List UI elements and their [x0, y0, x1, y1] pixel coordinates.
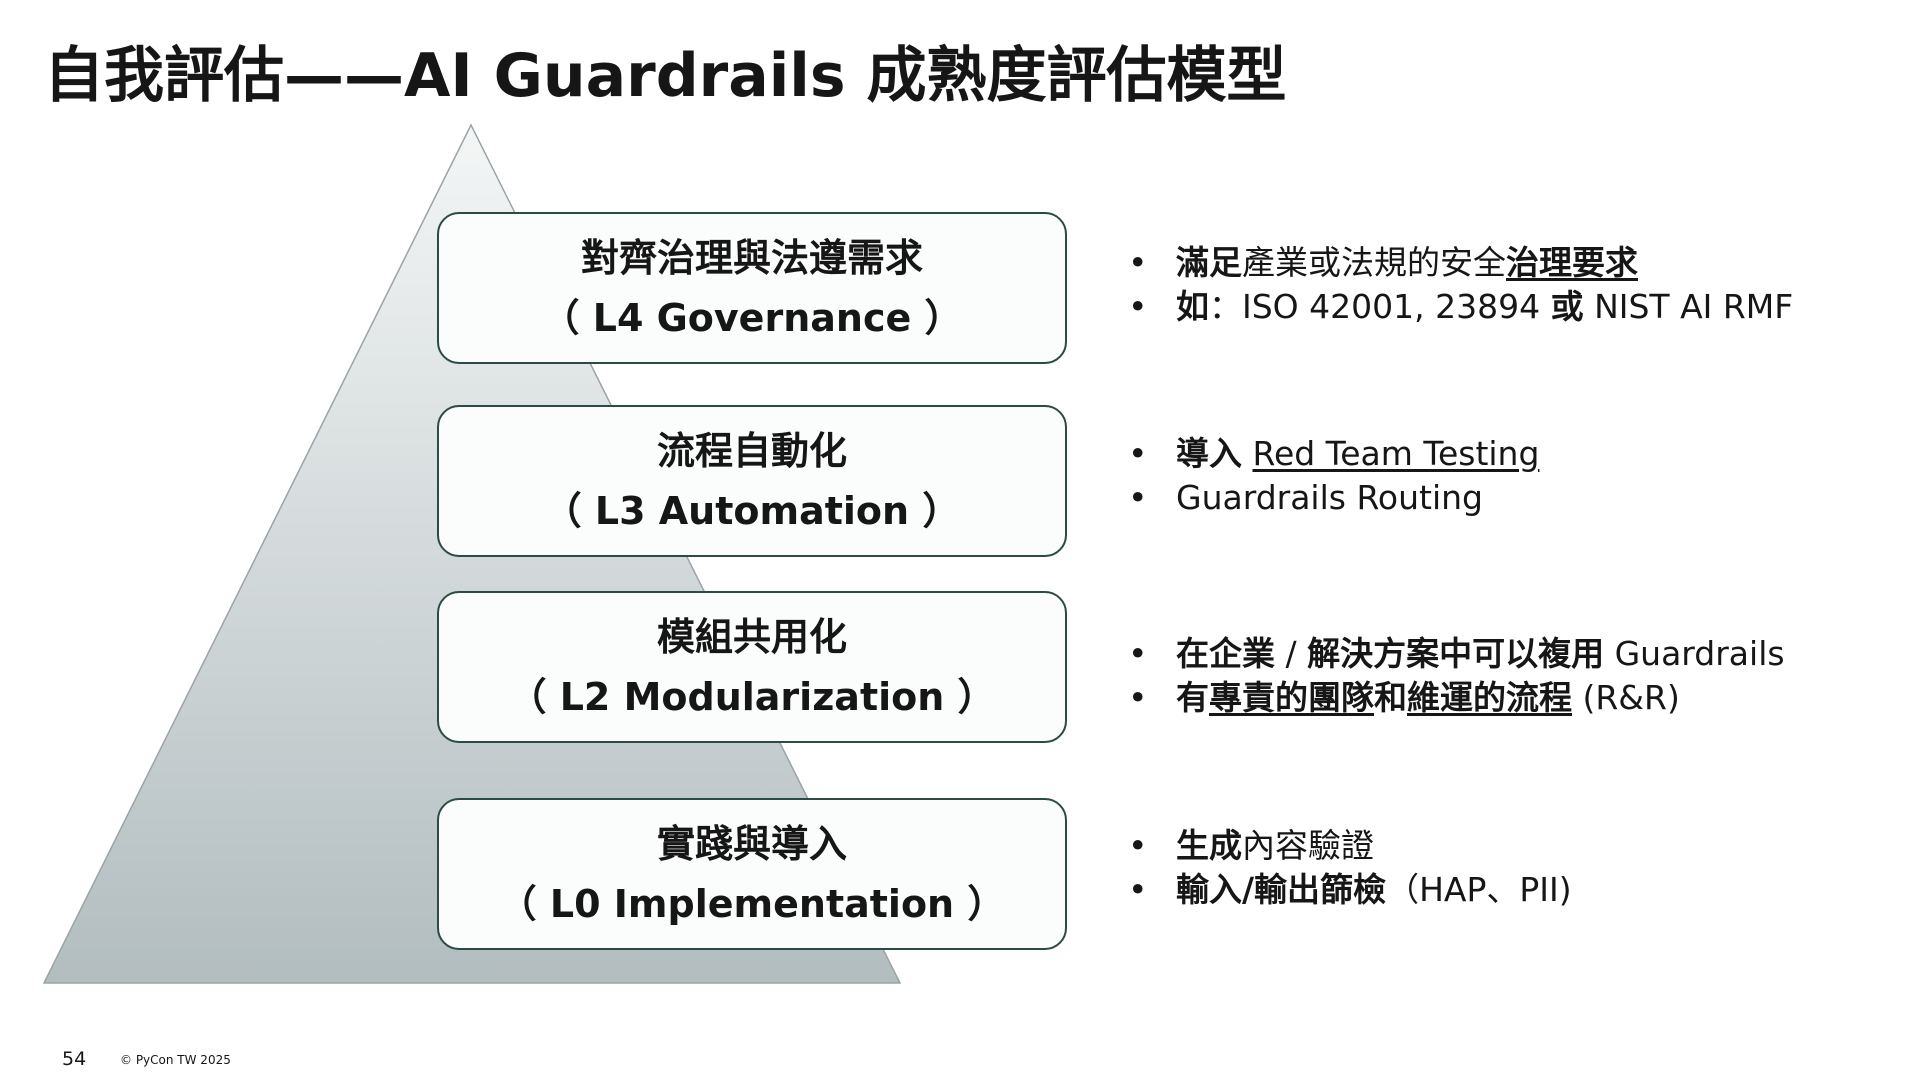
bullet-dot-icon: • [1128, 826, 1148, 865]
page-number: 54 [62, 1048, 87, 1070]
bullet-item: • 滿足產業或法規的安全治理要求 [1128, 241, 1793, 285]
bullet-text-part: 或 [1550, 287, 1584, 326]
level-name: 流程自動化 [656, 429, 847, 473]
bullet-text-part: 內容驗證 [1242, 826, 1374, 865]
bullet-text-part: 產業或法規的安全 [1242, 243, 1506, 282]
level-code: （ L0 Implementation ） [498, 882, 1006, 926]
bullet-text-part: （HAP、PII) [1386, 870, 1572, 909]
bullet-dot-icon: • [1128, 634, 1148, 673]
bullet-dot-icon: • [1128, 478, 1148, 517]
level-code: （ L4 Governance ） [541, 296, 963, 340]
bullet-dot-icon: • [1128, 678, 1148, 717]
level-name: 模組共用化 [656, 615, 847, 659]
bullet-item: • 生成內容驗證 [1128, 824, 1572, 868]
bullet-text-part: Guardrails [1604, 634, 1785, 673]
bullet-list-l4: • 滿足產業或法規的安全治理要求 • 如：ISO 42001, 23894 或 NIS… [1128, 241, 1793, 329]
bullet-text-part: 如 [1176, 287, 1209, 326]
bullet-item: • 有專責的團隊和維運的流程 (R&R) [1128, 676, 1785, 720]
bullet-dot-icon: • [1128, 243, 1148, 282]
level-code: （ L3 Automation ） [543, 489, 961, 533]
bullet-dot-icon: • [1128, 287, 1148, 326]
bullet-item: • Guardrails Routing [1128, 476, 1539, 520]
bullet-item: • 在企業 / 解決方案中可以複用 Guardrails [1128, 632, 1785, 676]
bullet-text-part: 輸入/輸出篩檢 [1176, 870, 1387, 909]
bullet-text-part: NIST AI RMF [1583, 287, 1794, 326]
copyright-notice: © PyCon TW 2025 [120, 1053, 231, 1067]
bullet-dot-icon: • [1128, 870, 1148, 909]
bullet-text-part: 解決方案中可以複用 [1307, 634, 1605, 673]
bullet-text-part: Red Team Testing [1252, 434, 1540, 473]
level-box-l0: 實踐與導入 （ L0 Implementation ） [437, 798, 1067, 950]
page-title: 自我評估——AI Guardrails 成熟度評估模型 [44, 41, 1287, 111]
bullet-item: • 如：ISO 42001, 23894 或 NIST AI RMF [1128, 285, 1793, 329]
bullet-list-l0: • 生成內容驗證 • 輸入/輸出篩檢（HAP、PII) [1128, 824, 1572, 912]
bullet-text-part: 專責的團隊 [1209, 678, 1374, 717]
bullet-dot-icon: • [1128, 434, 1148, 473]
bullet-text-part: 治理要求 [1506, 243, 1638, 282]
level-box-l3: 流程自動化 （ L3 Automation ） [437, 405, 1067, 557]
bullet-text-part: 有 [1176, 678, 1209, 717]
bullet-text-part: 在企業 [1176, 634, 1275, 673]
bullet-text-part: ：ISO 42001, 23894 [1209, 287, 1551, 326]
bullet-list-l3: • 導入 Red Team Testing • Guardrails Routing [1128, 432, 1539, 520]
level-box-l2: 模組共用化 （ L2 Modularization ） [437, 591, 1067, 743]
bullet-text-part: / [1275, 634, 1308, 673]
bullet-text-part: Guardrails Routing [1176, 478, 1483, 517]
bullet-text-part: (R&R) [1572, 678, 1680, 717]
bullet-text-part: 生成 [1176, 826, 1242, 865]
bullet-list-l2: • 在企業 / 解決方案中可以複用 Guardrails • 有專責的團隊和維運的流程… [1128, 632, 1785, 720]
level-name: 實踐與導入 [656, 822, 847, 866]
bullet-text-part: 滿足 [1176, 243, 1242, 282]
level-box-l4: 對齊治理與法遵需求 （ L4 Governance ） [437, 212, 1067, 364]
bullet-text-part: 維運的流程 [1407, 678, 1572, 717]
bullet-text-part: 導入 [1176, 434, 1242, 473]
bullet-item: • 導入 Red Team Testing [1128, 432, 1539, 476]
bullet-item: • 輸入/輸出篩檢（HAP、PII) [1128, 868, 1572, 912]
level-name: 對齊治理與法遵需求 [580, 236, 923, 280]
bullet-text-part [1242, 434, 1253, 473]
level-code: （ L2 Modularization ） [508, 675, 996, 719]
bullet-text-part: 和 [1374, 678, 1407, 717]
